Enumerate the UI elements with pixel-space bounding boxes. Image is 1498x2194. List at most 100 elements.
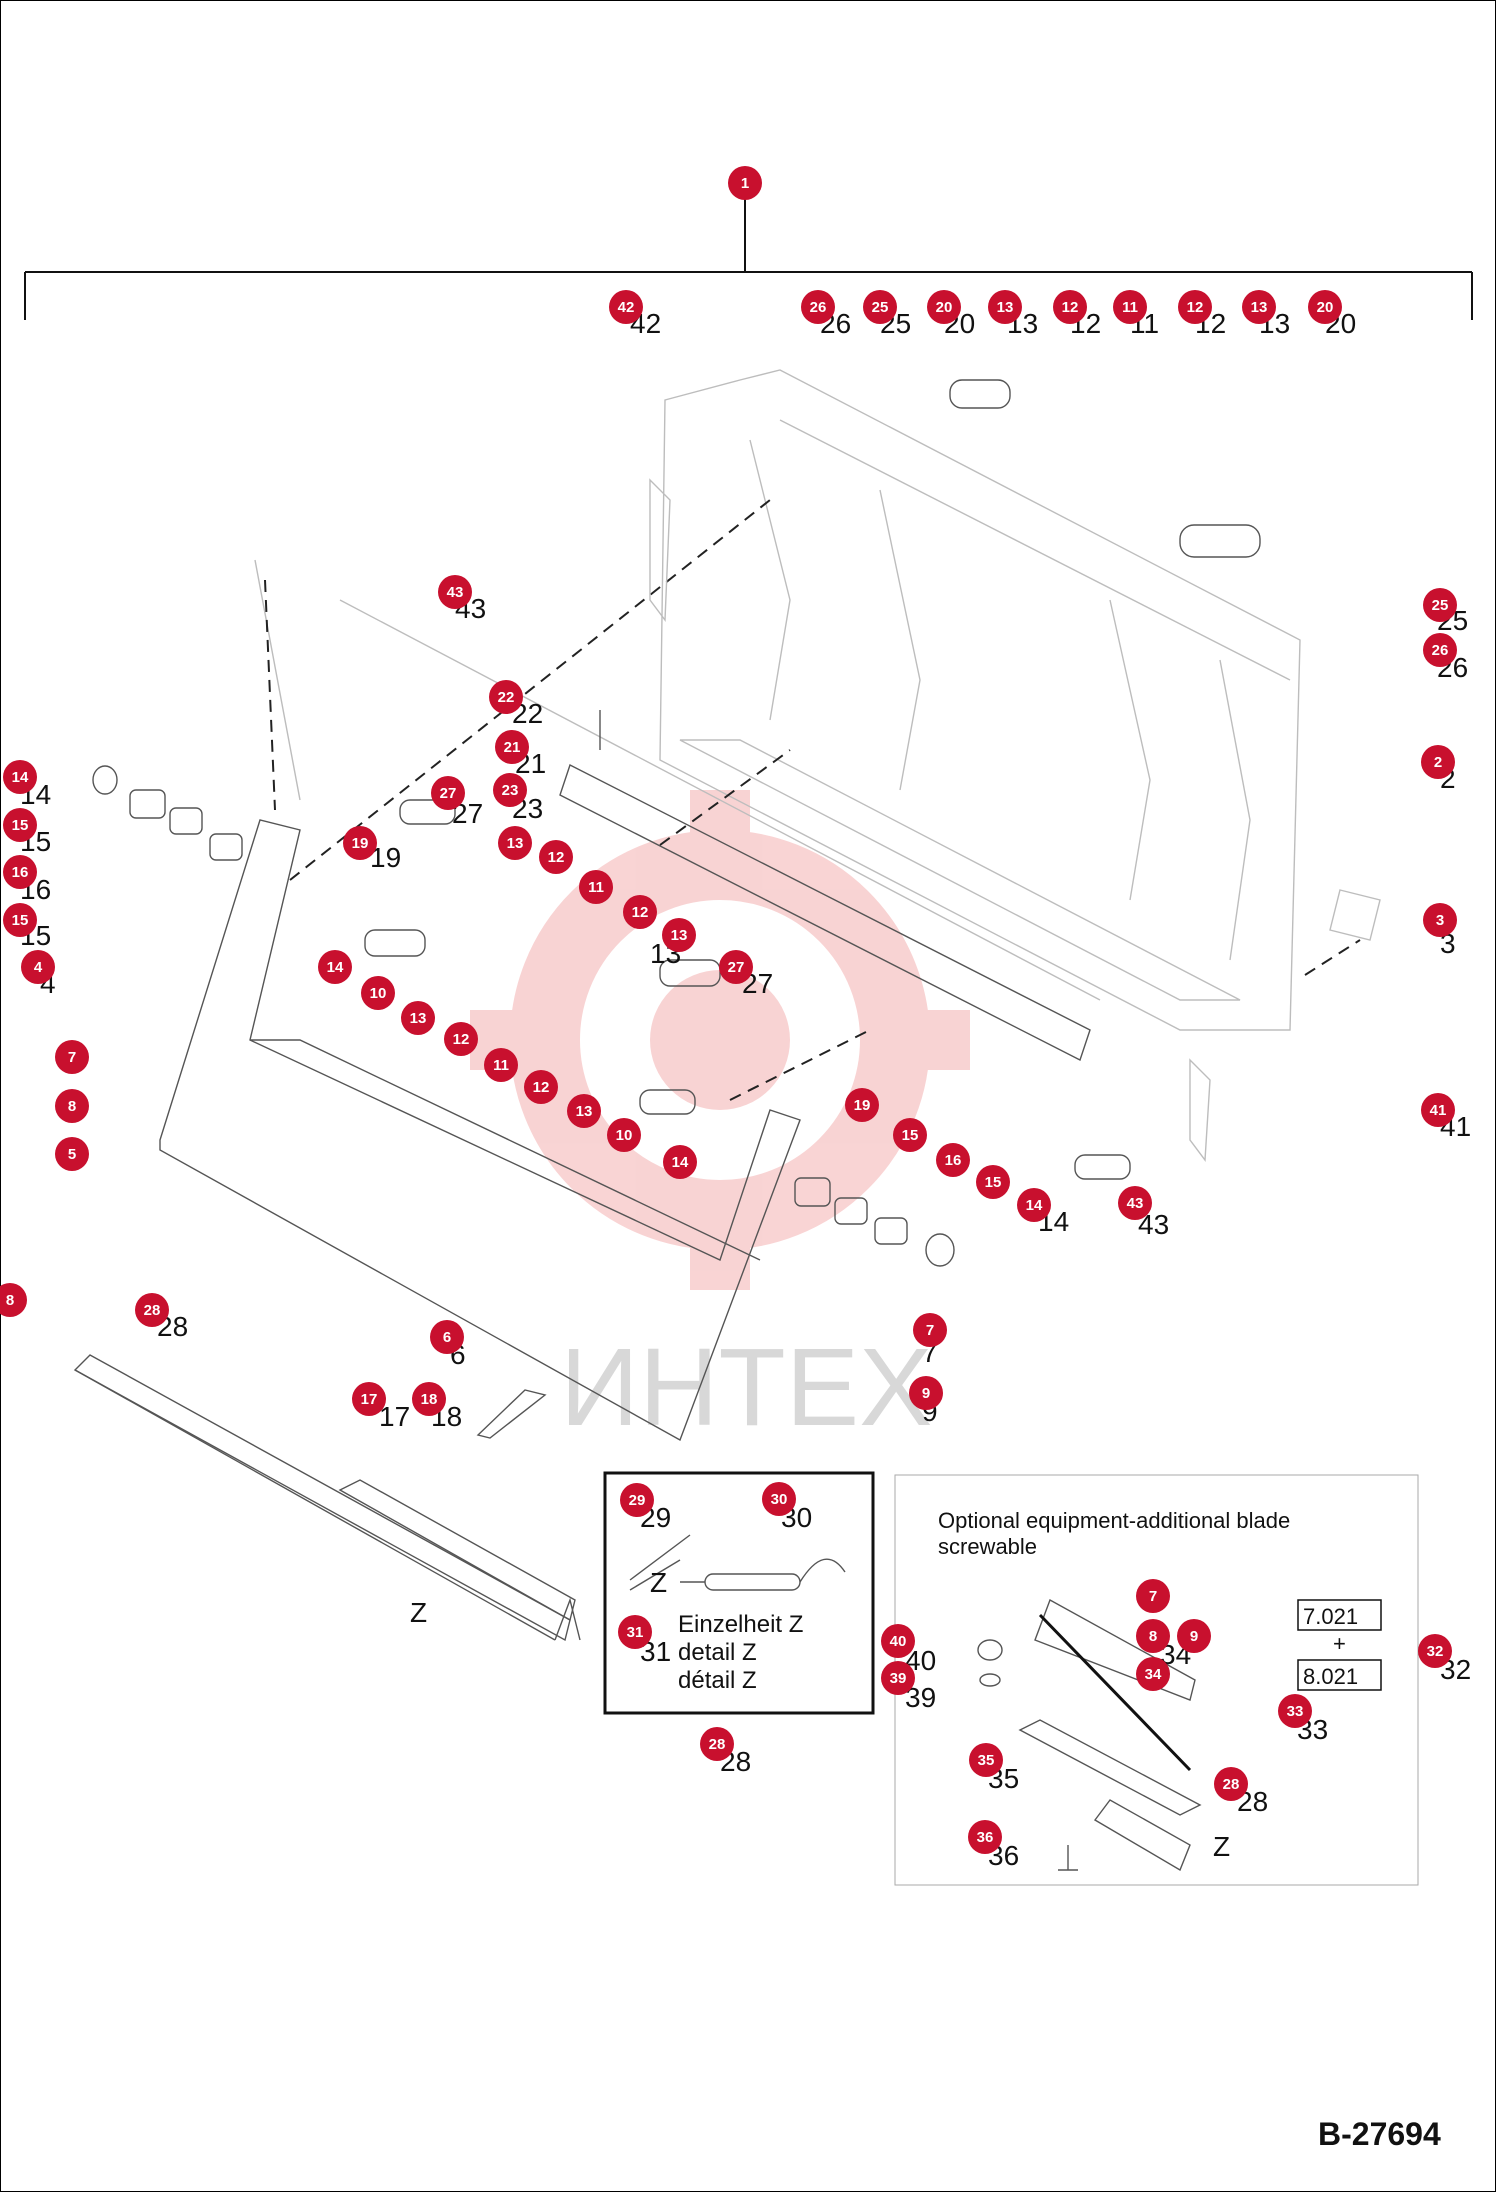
callout-10[interactable]: 10 — [361, 976, 395, 1010]
callout-number: 33 — [1287, 1703, 1304, 1720]
callout-36[interactable]: 36 — [968, 1820, 1002, 1854]
callout-15[interactable]: 15 — [893, 1118, 927, 1152]
callout-13[interactable]: 13 — [1242, 290, 1276, 324]
callout-11[interactable]: 11 — [579, 870, 613, 904]
callout-13[interactable]: 13 — [988, 290, 1022, 324]
callout-circle — [579, 870, 613, 904]
callout-7[interactable]: 7 — [55, 1040, 89, 1074]
callout-number: 9 — [1190, 1628, 1198, 1645]
callout-12[interactable]: 12 — [524, 1070, 558, 1104]
callout-circle — [1418, 1634, 1452, 1668]
callout-9[interactable]: 9 — [1177, 1619, 1211, 1653]
callout-11[interactable]: 11 — [1113, 290, 1147, 324]
callout-28[interactable]: 28 — [1214, 1767, 1248, 1801]
callout-number: 39 — [890, 1670, 907, 1687]
callout-number: 27 — [440, 785, 457, 802]
callout-8[interactable]: 8 — [0, 1283, 27, 1317]
callout-26[interactable]: 26 — [801, 290, 835, 324]
callout-number: 35 — [978, 1752, 995, 1769]
callout-circle — [762, 1482, 796, 1516]
callout-21[interactable]: 21 — [495, 730, 529, 764]
callout-31[interactable]: 31 — [618, 1615, 652, 1649]
callout-15[interactable]: 15 — [976, 1165, 1010, 1199]
callout-number: 40 — [890, 1633, 907, 1650]
callout-2[interactable]: 2 — [1421, 745, 1455, 779]
callout-number: 26 — [810, 299, 827, 316]
callout-number: 9 — [922, 1385, 930, 1402]
callout-14[interactable]: 14 — [318, 950, 352, 984]
callout-12[interactable]: 12 — [1053, 290, 1087, 324]
callout-32[interactable]: 32 — [1418, 1634, 1452, 1668]
callout-3[interactable]: 3 — [1423, 903, 1457, 937]
callout-29[interactable]: 29 — [620, 1483, 654, 1517]
callout-8[interactable]: 8 — [1136, 1619, 1170, 1653]
callout-14[interactable]: 14 — [1017, 1188, 1051, 1222]
callout-13[interactable]: 13 — [401, 1001, 435, 1035]
callout-16[interactable]: 16 — [936, 1143, 970, 1177]
callout-17[interactable]: 17 — [352, 1382, 386, 1416]
callout-number: 19 — [854, 1097, 871, 1114]
callout-27[interactable]: 27 — [431, 776, 465, 810]
callout-circle — [1177, 1619, 1211, 1653]
callout-25[interactable]: 25 — [863, 290, 897, 324]
callout-33[interactable]: 33 — [1278, 1694, 1312, 1728]
callout-39[interactable]: 39 — [881, 1661, 915, 1695]
callout-circle — [1214, 1767, 1248, 1801]
callout-10[interactable]: 10 — [607, 1118, 641, 1152]
callout-14[interactable]: 14 — [663, 1145, 697, 1179]
callout-16[interactable]: 16 — [3, 855, 37, 889]
callout-circle — [343, 826, 377, 860]
callout-8[interactable]: 8 — [55, 1089, 89, 1123]
callout-18[interactable]: 18 — [412, 1382, 446, 1416]
callout-19[interactable]: 19 — [845, 1088, 879, 1122]
callout-20[interactable]: 20 — [927, 290, 961, 324]
callout-15[interactable]: 15 — [3, 903, 37, 937]
callout-1[interactable]: 1 — [728, 166, 762, 200]
detail-label-en: detail Z — [678, 1639, 757, 1666]
callout-13[interactable]: 13 — [498, 826, 532, 860]
callout-43[interactable]: 43 — [1118, 1186, 1152, 1220]
callout-20[interactable]: 20 — [1308, 290, 1342, 324]
callout-number: 18 — [421, 1391, 438, 1408]
callout-12[interactable]: 12 — [444, 1022, 478, 1056]
callout-12[interactable]: 12 — [623, 895, 657, 929]
callout-30[interactable]: 30 — [762, 1482, 796, 1516]
callout-28[interactable]: 28 — [700, 1727, 734, 1761]
callout-23[interactable]: 23 — [493, 773, 527, 807]
callout-4[interactable]: 4 — [21, 950, 55, 984]
detail-label-de: Einzelheit Z — [678, 1611, 803, 1638]
callout-12[interactable]: 12 — [1178, 290, 1212, 324]
callout-11[interactable]: 11 — [484, 1048, 518, 1082]
callout-14[interactable]: 14 — [3, 760, 37, 794]
callout-26[interactable]: 26 — [1423, 633, 1457, 667]
callout-5[interactable]: 5 — [55, 1137, 89, 1171]
callout-9[interactable]: 9 — [909, 1376, 943, 1410]
callout-13[interactable]: 13 — [567, 1094, 601, 1128]
callout-number: 20 — [1317, 299, 1334, 316]
callout-15[interactable]: 15 — [3, 808, 37, 842]
callout-42[interactable]: 42 — [609, 290, 643, 324]
callout-43[interactable]: 43 — [438, 575, 472, 609]
callout-number: 14 — [12, 769, 29, 786]
callout-34[interactable]: 34 — [1136, 1657, 1170, 1691]
callout-27[interactable]: 27 — [719, 950, 753, 984]
callout-7[interactable]: 7 — [913, 1313, 947, 1347]
callout-22[interactable]: 22 — [489, 680, 523, 714]
callout-6[interactable]: 6 — [430, 1320, 464, 1354]
part-label-Z: Z — [1213, 1831, 1230, 1862]
callout-35[interactable]: 35 — [969, 1743, 1003, 1777]
callout-12[interactable]: 12 — [539, 840, 573, 874]
callout-41[interactable]: 41 — [1421, 1093, 1455, 1127]
callout-13[interactable]: 13 — [662, 918, 696, 952]
callout-28[interactable]: 28 — [135, 1293, 169, 1327]
callout-25[interactable]: 25 — [1423, 588, 1457, 622]
callout-7[interactable]: 7 — [1136, 1579, 1170, 1613]
watermark-logo — [470, 790, 970, 1290]
callout-40[interactable]: 40 — [881, 1624, 915, 1658]
callout-number: 30 — [771, 1491, 788, 1508]
bushing-set-left — [92, 765, 243, 861]
callout-19[interactable]: 19 — [343, 826, 377, 860]
callout-number: 26 — [1432, 642, 1449, 659]
drawing-number: B-27694 — [1318, 2116, 1441, 2152]
callout-circle — [55, 1040, 89, 1074]
